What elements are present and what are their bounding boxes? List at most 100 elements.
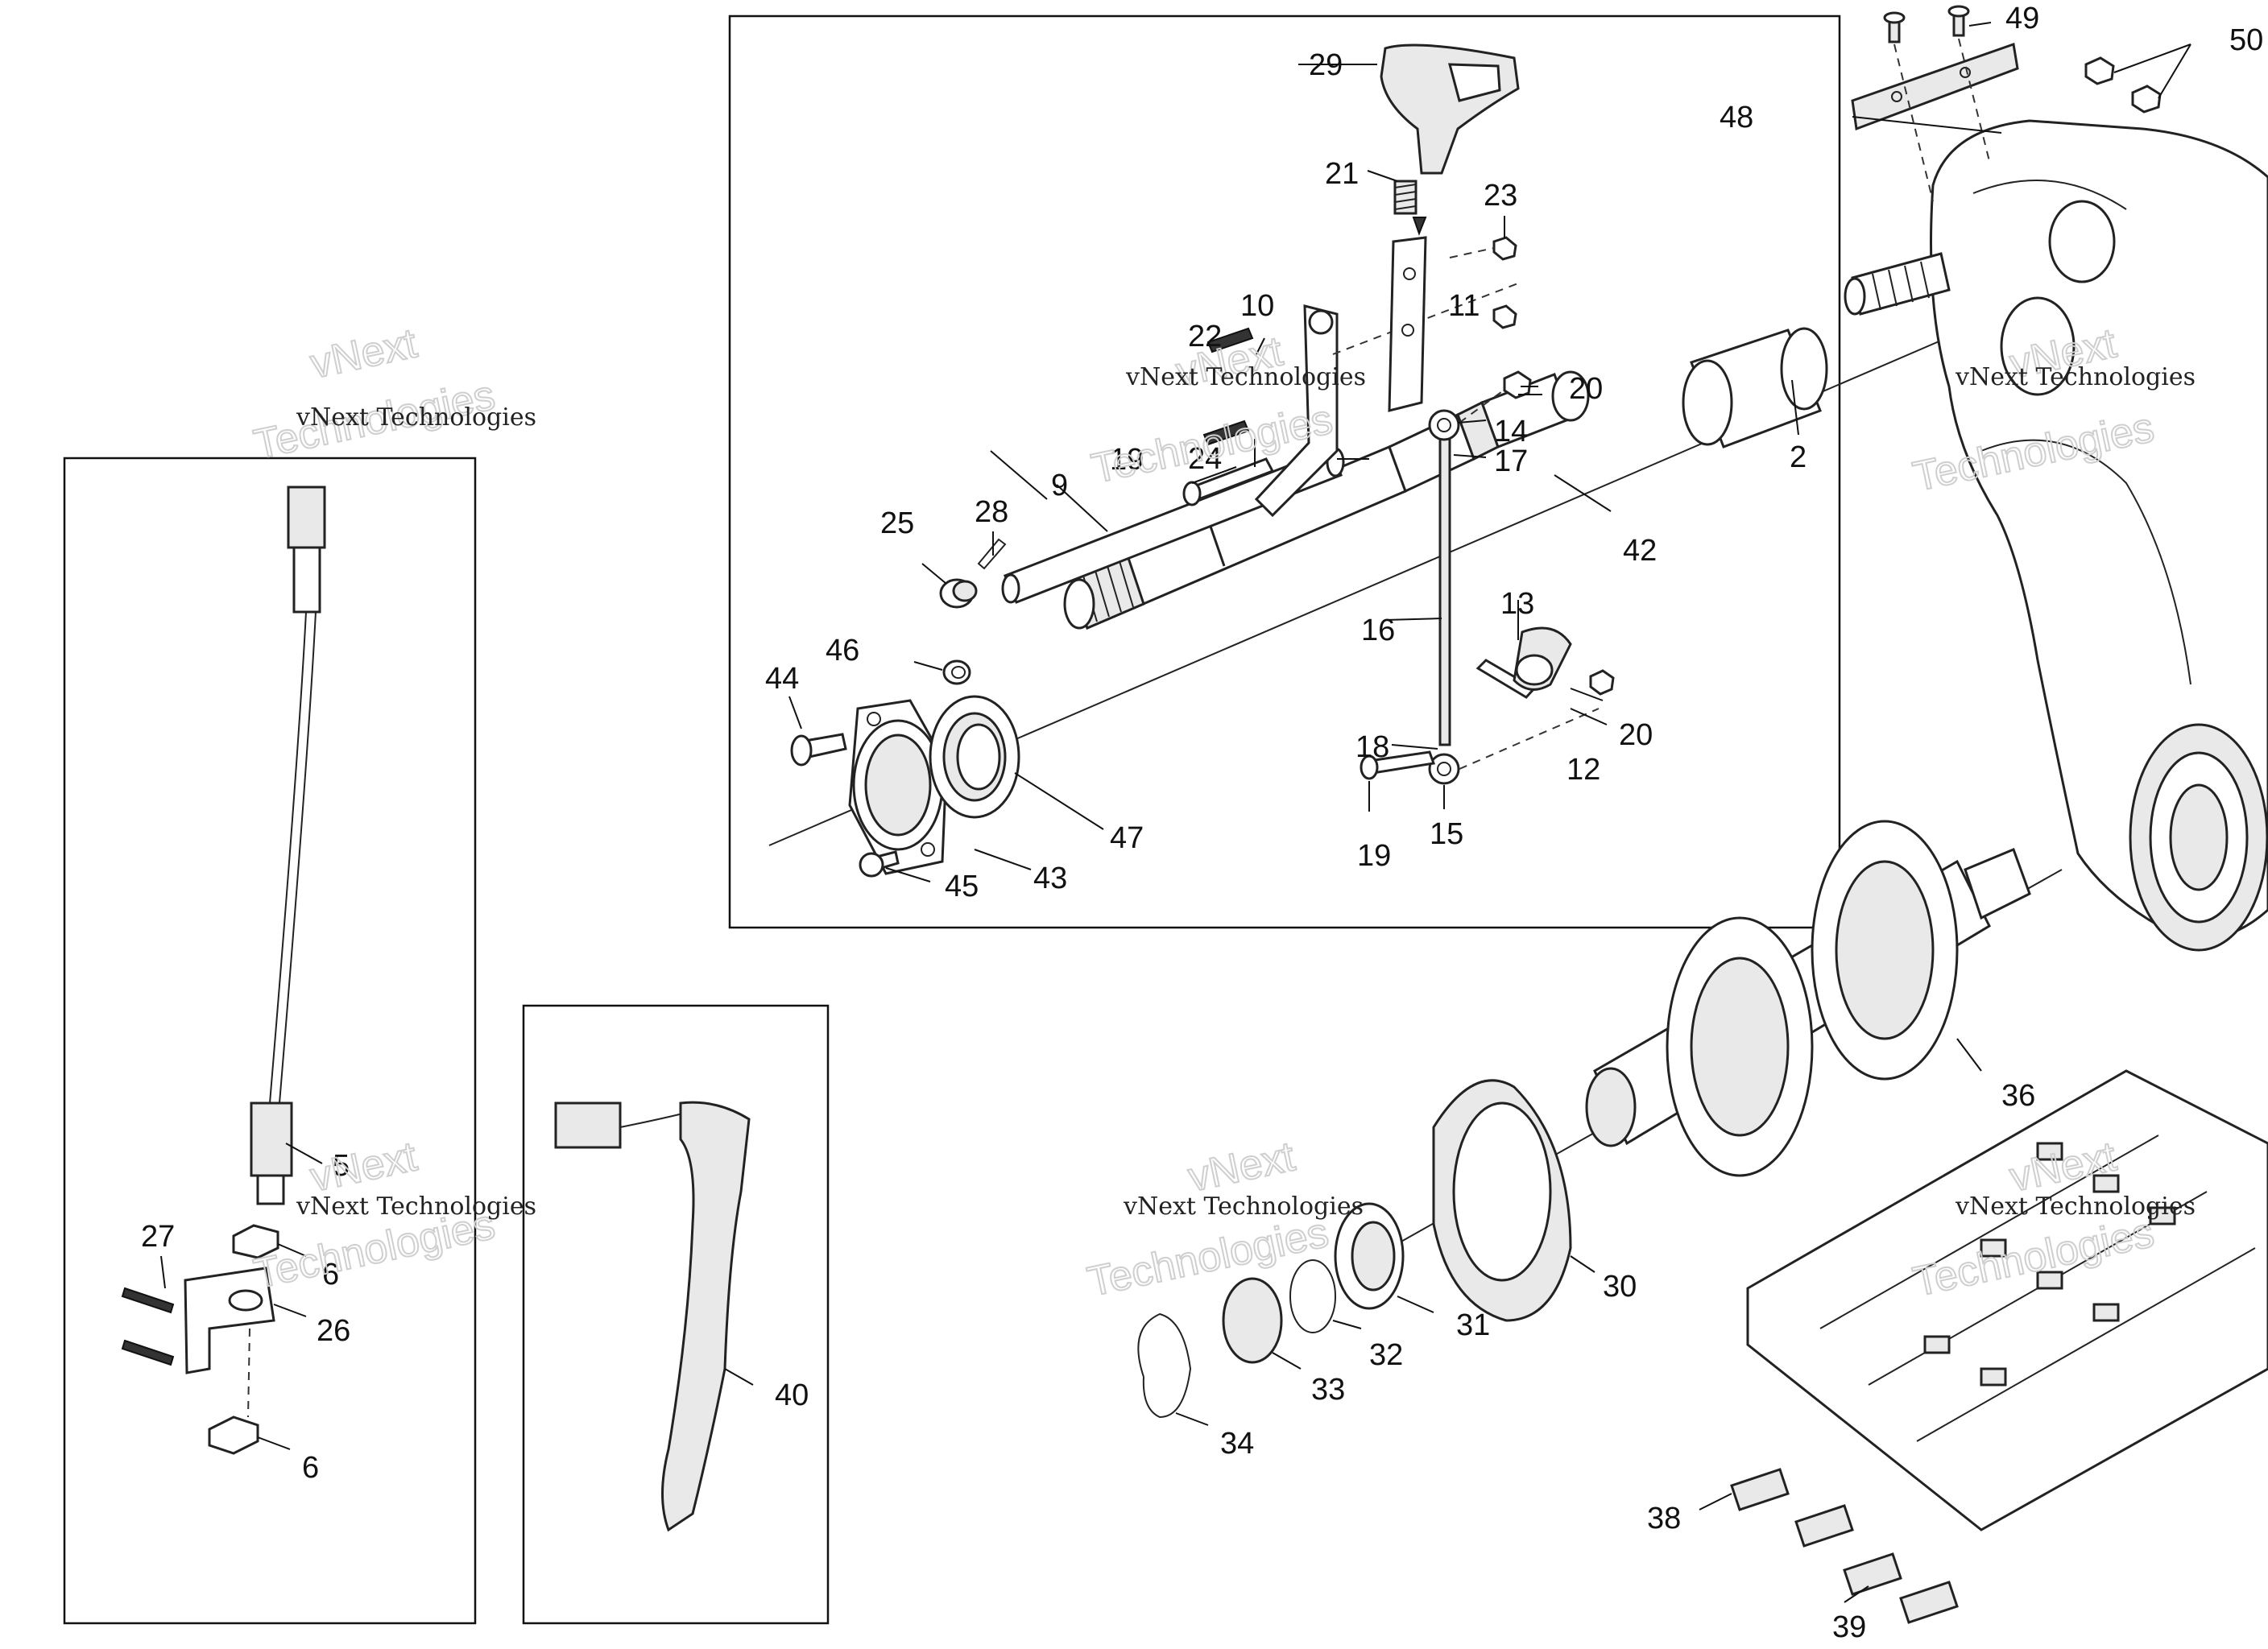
callout-46: 46 — [826, 634, 859, 667]
callout-50: 50 — [2229, 23, 2263, 57]
cotter-pin — [977, 538, 1007, 570]
watermark-small: vNext Technologies — [1955, 1192, 2196, 1221]
watermark-small: vNext Technologies — [1123, 1192, 1364, 1221]
bearing-housing — [1432, 1079, 1572, 1322]
callout-17: 17 — [1494, 444, 1528, 478]
splined-shaft — [1063, 370, 1590, 630]
callout-38: 38 — [1647, 1502, 1681, 1535]
watermark-large-a: vNext — [306, 320, 421, 387]
callout-43: 43 — [1033, 862, 1067, 895]
wiring-harness — [554, 1101, 751, 1532]
wiring-harness-frame — [522, 1004, 830, 1625]
callout-15: 15 — [1430, 817, 1463, 851]
screw-49-right — [1947, 5, 1970, 37]
circlip — [1137, 1312, 1192, 1419]
callout-26: 26 — [317, 1314, 350, 1348]
callout-12: 12 — [1566, 753, 1600, 787]
shift-assembly-frame — [728, 14, 1841, 929]
cap — [1222, 1277, 1283, 1364]
jam-nut-lower — [208, 1415, 259, 1455]
shift-bracket — [1513, 626, 1572, 691]
watermark-4: vNext Technologies vNext Technologies — [249, 1132, 536, 1298]
callout-14: 14 — [1494, 415, 1528, 448]
nut-50-lower — [2131, 85, 2162, 114]
watermark-5: vNext Technologies vNext Technologies — [1082, 1132, 1364, 1306]
callout-29: 29 — [1309, 48, 1343, 82]
bolt-19-upper — [1182, 457, 1275, 506]
callout-31: 31 — [1456, 1308, 1490, 1342]
watermark-large-a: vNext — [306, 1133, 421, 1201]
callout-6-lower: 6 — [302, 1451, 319, 1485]
watermark-small: vNext Technologies — [1125, 363, 1366, 391]
output-shaft — [1844, 252, 1951, 316]
callout-44: 44 — [765, 662, 799, 696]
callout-39: 39 — [1832, 1610, 1866, 1644]
bearing — [929, 695, 1020, 819]
callout-32: 32 — [1369, 1338, 1403, 1372]
drive-sprocket-right — [1811, 820, 1959, 1081]
mounting-bracket — [1851, 42, 2019, 131]
callout-40: 40 — [775, 1378, 809, 1412]
callout-19-lower: 19 — [1357, 839, 1391, 873]
linkage-rod — [1428, 409, 1460, 785]
callout-23: 23 — [1484, 179, 1517, 213]
bolt-19-lower — [1360, 750, 1436, 780]
callout-34: 34 — [1220, 1427, 1254, 1461]
callout-20-lower: 20 — [1619, 718, 1653, 752]
sensor-harness — [250, 486, 326, 1205]
spring — [1393, 180, 1418, 215]
callout-45: 45 — [945, 870, 979, 903]
nut-20-lower — [1589, 669, 1615, 696]
callout-33: 33 — [1311, 1373, 1345, 1407]
bolt-44 — [790, 733, 847, 767]
bolt-45 — [859, 850, 900, 878]
watermark-large-a: vNext — [1184, 1133, 1299, 1201]
watermark-small: vNext Technologies — [296, 1192, 536, 1221]
sensor-bracket — [184, 1267, 275, 1374]
track-clip-38a — [1730, 1468, 1790, 1511]
seal-bearing — [1334, 1202, 1405, 1310]
chaincase-housing — [1930, 119, 2268, 952]
bolt-24 — [1202, 419, 1250, 446]
watermark-large-b: Technologies — [1083, 1209, 1332, 1306]
watermark-1: vNext Technologies vNext Technologies — [249, 319, 536, 469]
callout-21: 21 — [1325, 157, 1359, 191]
track-clip-39b — [1899, 1581, 1959, 1624]
callout-30: 30 — [1603, 1270, 1637, 1304]
bearing-flange — [848, 699, 948, 875]
callout-16: 16 — [1361, 614, 1395, 647]
screw-27-lower — [121, 1339, 175, 1366]
shift-plate — [1388, 217, 1427, 412]
bushing-25 — [939, 578, 978, 609]
nut-50-upper — [2084, 56, 2115, 85]
shift-lever — [1254, 281, 1523, 518]
callout-25: 25 — [880, 506, 914, 540]
screw-49-left — [1883, 11, 1906, 43]
callout-13: 13 — [1500, 587, 1534, 621]
track-section — [1746, 1069, 2268, 1531]
callout-24: 24 — [1188, 442, 1222, 476]
bushing-46 — [942, 659, 971, 685]
callout-48: 48 — [1720, 101, 1753, 134]
watermark-small: vNext Technologies — [1955, 363, 2196, 391]
drive-axle — [1585, 820, 2031, 1177]
nut-23-lower — [1492, 304, 1517, 329]
sensor-harness-frame — [63, 457, 477, 1625]
callout-19-upper: 19 — [1110, 443, 1144, 477]
track-clip-38b — [1794, 1504, 1854, 1548]
callout-27: 27 — [141, 1220, 175, 1254]
callout-42: 42 — [1623, 534, 1657, 568]
callout-9: 9 — [1051, 469, 1068, 502]
leader-lines — [160, 22, 2191, 1603]
callout-22: 22 — [1188, 320, 1222, 353]
bolt-22 — [1206, 327, 1254, 353]
nut-20-upper — [1503, 370, 1532, 399]
callout-6-upper: 6 — [322, 1258, 339, 1292]
callout-47: 47 — [1110, 821, 1144, 855]
o-ring — [1289, 1259, 1336, 1333]
callout-5: 5 — [333, 1149, 350, 1183]
nut-23-upper — [1492, 236, 1517, 261]
callout-labels: 2 5 6 6 9 10 11 12 13 14 15 16 17 18 19 … — [141, 2, 2263, 1644]
watermark-small: vNext Technologies — [296, 403, 536, 432]
